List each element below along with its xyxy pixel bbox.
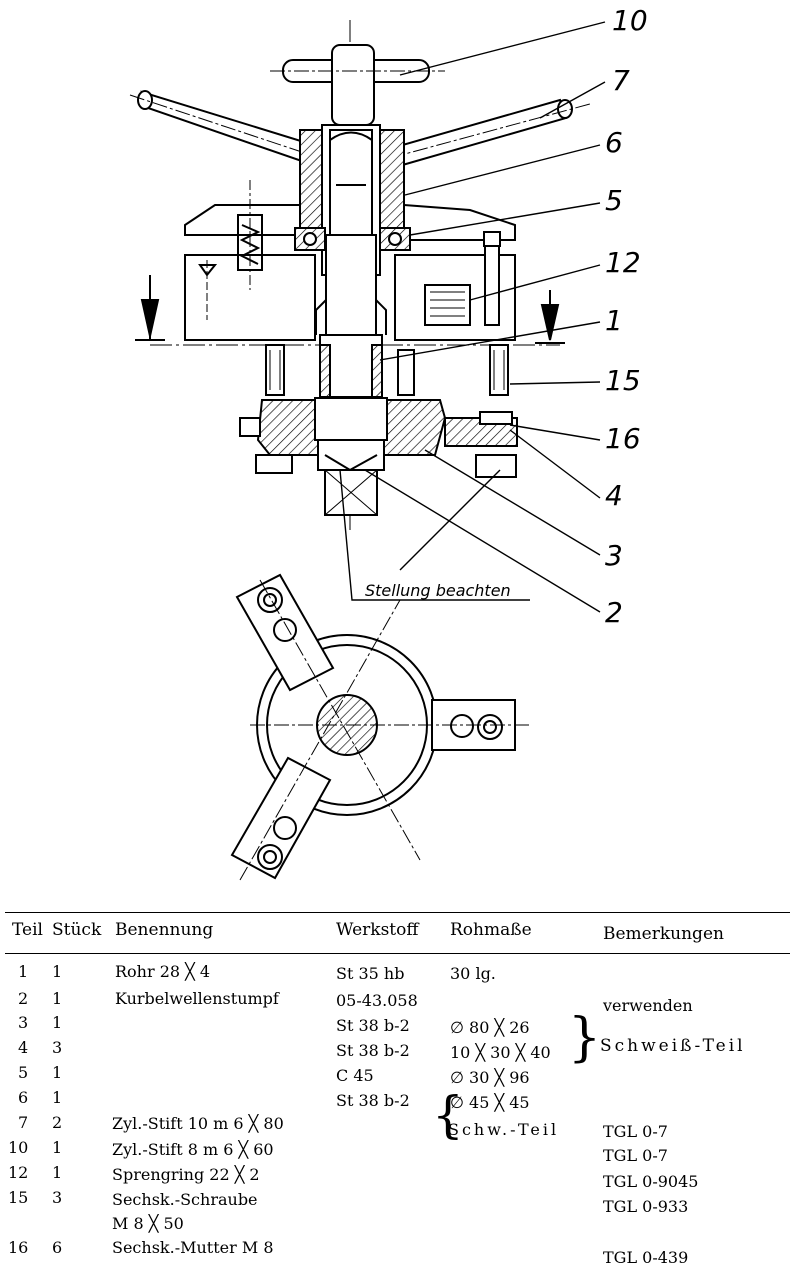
- teil-cell: 15: [8, 1188, 29, 1207]
- stueck-cell: 1: [52, 1063, 63, 1082]
- header-stueck: Stück: [52, 920, 102, 940]
- benennung-cell: Zyl.-Stift 8 m 6 ╳ 60: [112, 1140, 274, 1159]
- base-disc: [239, 397, 447, 456]
- stueck-cell: 1: [52, 1088, 63, 1107]
- callout-2: 2: [605, 596, 623, 629]
- werkstoff-cell: St 35 hb: [336, 964, 405, 983]
- bemerkungen-cell: TGL 0-439: [603, 1248, 689, 1267]
- header-teil: Teil: [12, 920, 43, 940]
- stueck-cell: 2: [52, 1113, 63, 1132]
- teil-cell: 5: [18, 1063, 29, 1082]
- rohmasse-cell: ∅ 45 ╳ 45: [450, 1093, 530, 1112]
- rohmasse-cell: ∅ 80 ╳ 26: [450, 1018, 530, 1037]
- bemerkungen-cell: TGL 0-7: [603, 1122, 668, 1141]
- header-bemerkungen: Bemerkungen: [603, 924, 724, 944]
- housing: [184, 180, 516, 341]
- callout-15: 15: [605, 364, 641, 397]
- werkstoff-cell: 05-43.058: [336, 991, 418, 1010]
- note-stellung: Stellung beachten: [365, 581, 511, 600]
- t-handle: [270, 44, 445, 126]
- stueck-cell: 6: [52, 1238, 63, 1257]
- benennung-cell: Kurbelwellenstumpf: [115, 989, 279, 1008]
- stueck-cell: 1: [52, 1013, 63, 1032]
- benennung-cell: Sprengring 22 ╳ 2: [112, 1165, 260, 1184]
- brace-left: {: [432, 1086, 464, 1144]
- bemerkungen-cell: Schweiß-Teil: [600, 1036, 746, 1056]
- header-rohmasse: Rohmaße: [450, 920, 532, 940]
- callout-labels: 10 7 6 5 12 1 15 16 4 3 2 Stellung beach…: [365, 4, 648, 629]
- teil-cell: 3: [18, 1013, 29, 1032]
- header-werkstoff: Werkstoff: [336, 920, 419, 940]
- stueck-cell: 1: [52, 962, 63, 981]
- side-bracket: [255, 411, 518, 478]
- werkstoff-cell: St 38 b-2: [336, 1041, 410, 1060]
- callout-7: 7: [612, 64, 630, 97]
- stueck-cell: 1: [52, 989, 63, 1008]
- rohmasse-cell: 10 ╳ 30 ╳ 40: [450, 1043, 551, 1062]
- teil-cell: 7: [18, 1113, 29, 1132]
- teil-cell: 4: [18, 1038, 29, 1057]
- teil-cell: 6: [18, 1088, 29, 1107]
- teil-cell: 10: [8, 1138, 29, 1157]
- callout-6: 6: [605, 126, 623, 159]
- parts-list: Teil Stück Benennung Werkstoff Rohmaße B…: [0, 900, 800, 1272]
- benennung-cell: Sechsk.-Schraube: [112, 1190, 258, 1209]
- callout-10: 10: [612, 4, 648, 37]
- rohmasse-cell: Schw.-Teil: [448, 1120, 560, 1139]
- bemerkungen-cell: TGL 0-933: [603, 1197, 689, 1216]
- screws: [265, 344, 509, 396]
- teil-cell: 16: [8, 1238, 29, 1257]
- top-rule: [5, 912, 790, 913]
- teil-cell: 1: [18, 962, 29, 981]
- rohmasse-cell: 30 lg.: [450, 964, 496, 983]
- technical-drawing: 10 7 6 5 12 1 15 16 4 3 2 Stellung beach…: [129, 4, 648, 881]
- callout-5: 5: [605, 184, 623, 217]
- werkstoff-cell: St 38 b-2: [336, 1016, 410, 1035]
- callout-12: 12: [605, 246, 641, 279]
- crank-stub: [317, 439, 385, 516]
- bemerkungen-cell: TGL 0-7: [603, 1146, 668, 1165]
- teil-cell: 12: [8, 1163, 29, 1182]
- header-rule: [5, 953, 790, 954]
- teil-cell: 2: [18, 989, 29, 1008]
- benennung-cell: Zyl.-Stift 10 m 6 ╳ 80: [112, 1114, 284, 1133]
- section-arrows: [135, 275, 565, 344]
- shaft: [315, 234, 387, 336]
- callout-3: 3: [605, 539, 623, 572]
- stueck-cell: 1: [52, 1138, 63, 1157]
- plan-view: [230, 573, 530, 881]
- benennung-cell: M 8 ╳ 50: [112, 1214, 184, 1233]
- header-benennung: Benennung: [115, 920, 214, 940]
- bemerkungen-cell: TGL 0-9045: [603, 1172, 699, 1191]
- stueck-cell: 1: [52, 1163, 63, 1182]
- tube: [319, 334, 415, 398]
- leader-lines: [339, 21, 606, 613]
- callout-1: 1: [605, 304, 623, 337]
- stueck-cell: 3: [52, 1038, 63, 1057]
- brace-right: }: [568, 1008, 602, 1068]
- callout-16: 16: [605, 422, 641, 455]
- callout-4: 4: [605, 479, 623, 512]
- rohmasse-cell: ∅ 30 ╳ 96: [450, 1068, 530, 1087]
- bemerkungen-cell: verwenden: [603, 996, 693, 1015]
- benennung-cell: Sechsk.-Mutter M 8: [112, 1238, 274, 1257]
- benennung-cell: Rohr 28 ╳ 4: [115, 962, 211, 981]
- stueck-cell: 3: [52, 1188, 63, 1207]
- lever-pins: [129, 90, 591, 170]
- werkstoff-cell: St 38 b-2: [336, 1091, 410, 1110]
- werkstoff-cell: C 45: [336, 1066, 374, 1085]
